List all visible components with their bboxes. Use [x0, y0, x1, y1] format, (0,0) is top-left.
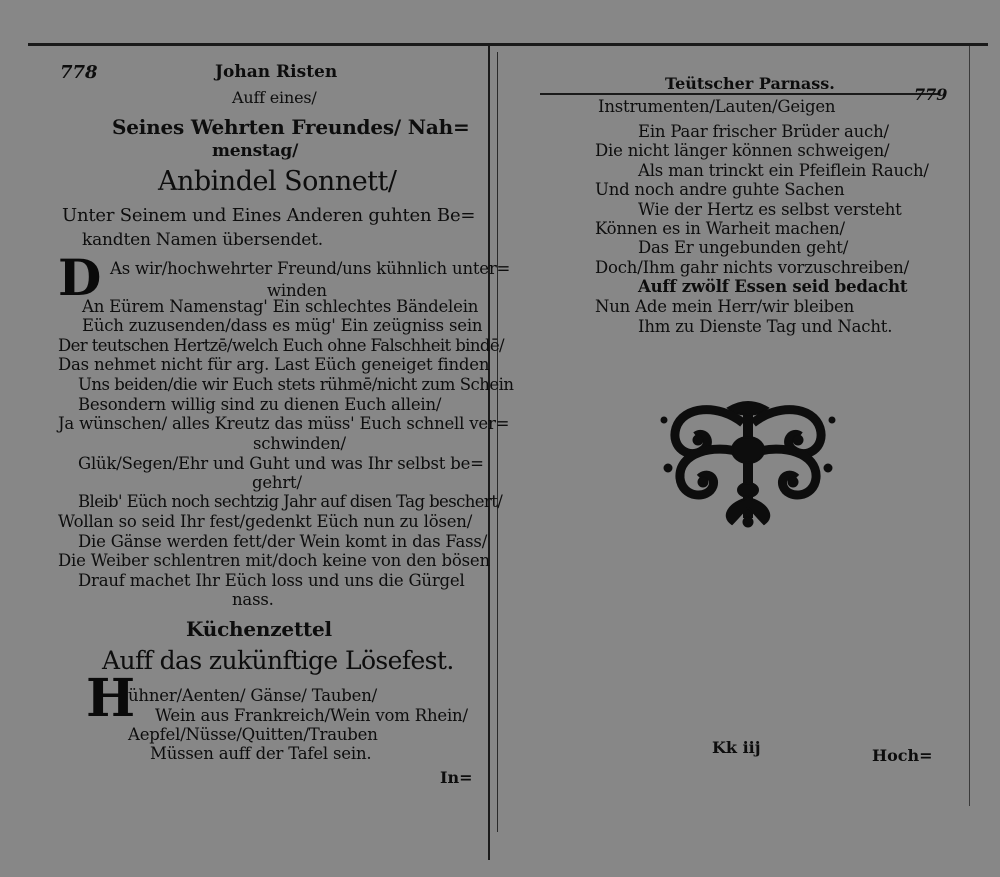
verse-line: Als man trinckt ein Pfeiflein Rauch/	[638, 161, 929, 180]
sonnet-line: winden	[267, 281, 327, 300]
gutter-shadow	[497, 52, 498, 832]
page-number: 778	[60, 62, 98, 83]
sonnet-line: Bleib' Eüch noch sechtzig Jahr auf disen…	[78, 492, 503, 511]
catchword: Hoch=	[872, 746, 933, 765]
heading-line: menstag/	[212, 141, 299, 161]
page-number: 779	[914, 85, 948, 104]
sonnet-line: schwinden/	[253, 434, 346, 453]
sonnet-line: Der teutschen Hertzē/welch Euch ohne Fal…	[58, 336, 505, 355]
verse-line: Instrumenten/Lauten/Geigen	[598, 97, 836, 116]
drop-cap: D	[58, 248, 102, 307]
section-subtitle: Auff das zukünftige Lösefest.	[102, 646, 454, 675]
running-head-rule	[540, 93, 940, 95]
menu-line: Müssen auff der Tafel sein.	[150, 744, 372, 763]
sonnet-line: Ja wünschen/ alles Kreutz das müss' Euch…	[58, 414, 510, 433]
heading-line: Seines Wehrten Freundes/ Nah=	[112, 115, 470, 139]
section-title: Küchenzettel	[186, 617, 332, 641]
sonnet-line: Eüch zuzusenden/dass es müg' Ein zeügnis…	[82, 316, 483, 335]
sonnet-line: Drauf machet Ihr Eüch loss und uns die G…	[78, 571, 465, 590]
drop-cap: H	[86, 668, 136, 729]
verse-line: Ein Paar frischer Brüder auch/	[638, 122, 889, 141]
catchword: In=	[440, 768, 473, 787]
sonnet-line: Wollan so seid Ihr fest/gedenkt Eüch nun…	[58, 512, 473, 531]
sonnet-line: As wir/hochwehrter Freund/uns kühnlich u…	[110, 259, 511, 278]
sonnet-line: An Eürem Namenstag' Ein schlechtes Bände…	[82, 297, 479, 316]
verse-line: Doch/Ihm gahr nichts vorzuschreiben/	[595, 258, 909, 277]
sonnet-line: Die Gänse werden fett/der Wein komt in d…	[78, 532, 488, 551]
sonnet-line: nass.	[232, 590, 274, 609]
verse-line: Das Er ungebunden geht/	[638, 238, 849, 257]
sonnet-line: Glük/Segen/Ehr und Guht und was Ihr selb…	[78, 454, 484, 473]
verse-line: Und noch andre guhte Sachen	[595, 180, 845, 199]
verse-line: Auff zwölf Essen seid bedacht	[638, 277, 908, 296]
subtitle-line: kandten Namen übersendet.	[82, 230, 323, 250]
sonnet-line: Besondern willig sind zu dienen Euch all…	[78, 395, 442, 414]
top-rule	[28, 43, 988, 46]
sonnet-line: gehrt/	[252, 473, 302, 492]
sonnet-line: Das nehmet nicht für arg. Last Eüch gene…	[58, 355, 490, 374]
verse-line: Wie der Hertz es selbst versteht	[638, 200, 902, 219]
sonnet-line: Uns beiden/die wir Euch stets rühmē/nich…	[78, 375, 514, 394]
sonnet-title: Anbindel Sonnett/	[158, 166, 397, 197]
heading-line: Auff eines/	[232, 88, 317, 107]
book-gutter	[488, 46, 490, 860]
menu-line: Wein aus Frankreich/Wein vom Rhein/	[155, 706, 468, 725]
verse-line: Können es in Warheit machen/	[595, 219, 845, 238]
subtitle-line: Unter Seinem und Eines Anderen guhten Be…	[62, 205, 476, 226]
printers-ornament	[660, 401, 836, 528]
page-edge	[969, 46, 970, 806]
verse-line: Nun Ade mein Herr/wir bleiben	[595, 297, 855, 316]
running-head: Johan Risten	[215, 62, 338, 82]
right-page: Teütscher Parnass. 779 Instrumenten/Laut…	[500, 0, 1000, 877]
left-page: 778 Johan Risten Auff eines/ Seines Wehr…	[0, 0, 514, 877]
verse-line: Die nicht länger können schweigen/	[595, 141, 890, 160]
menu-line: ühner/Aenten/ Gänse/ Tauben/	[128, 686, 378, 705]
signature-mark: Kk iij	[712, 738, 761, 757]
menu-line: Aepfel/Nüsse/Quitten/Trauben	[128, 725, 378, 744]
verse-line: Ihm zu Dienste Tag und Nacht.	[638, 317, 893, 336]
running-head: Teütscher Parnass.	[665, 74, 835, 93]
sonnet-line: Die Weiber schlentren mit/doch keine von…	[58, 551, 490, 570]
